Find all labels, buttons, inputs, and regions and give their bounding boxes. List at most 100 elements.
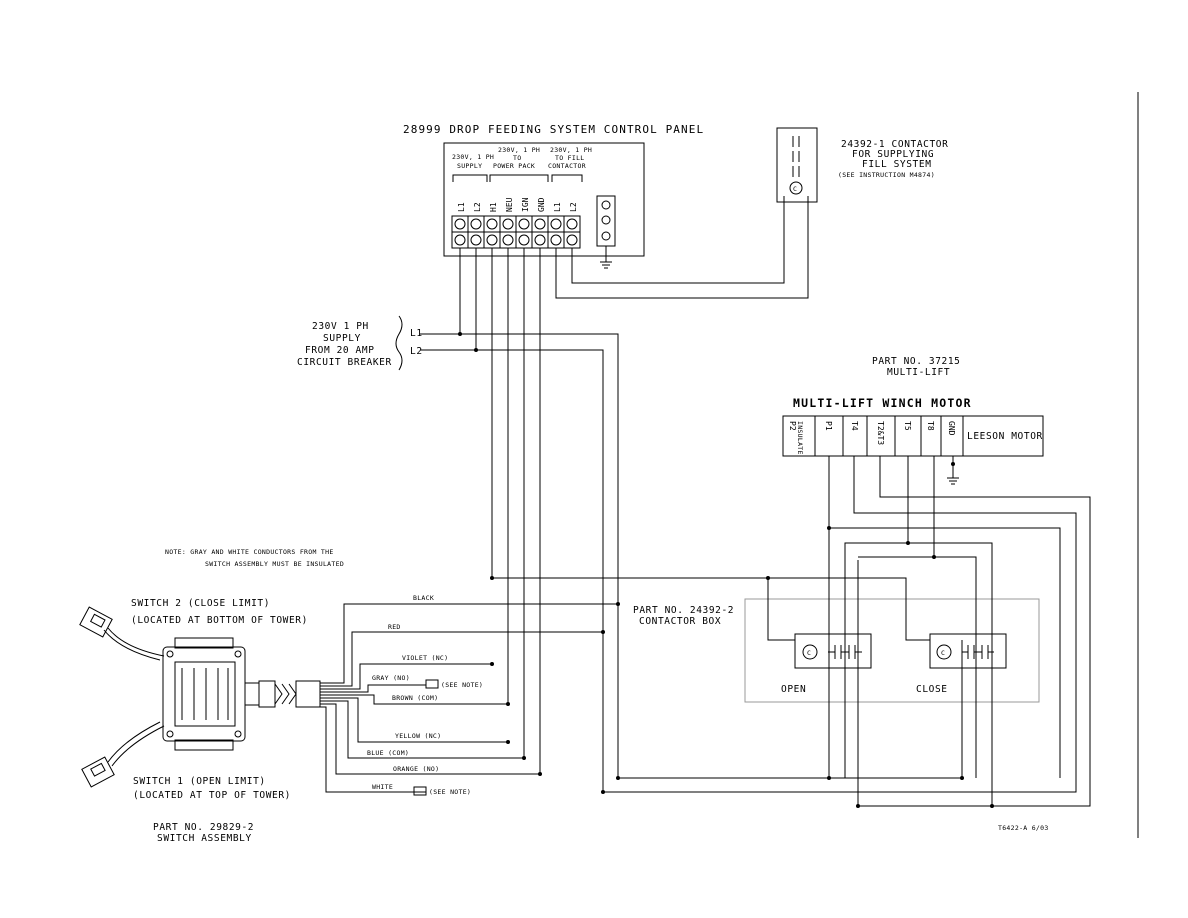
switch-junction-box [162,637,246,751]
terminal-label-l1: L1 [457,202,466,212]
fill-contactor-label-4: (SEE INSTRUCTION M4874) [838,171,935,179]
switch1-label-1: SWITCH 1 (OPEN LIMIT) [133,776,266,787]
terminal-screw [550,234,562,246]
terminal-cell [515,231,533,249]
fill-contactor-label-2: FOR SUPPLYING [852,149,934,160]
terminal-screw [486,218,498,230]
wire-gray [320,684,426,693]
supply-l1-label: L1 [410,328,423,339]
panel-ground-block [596,195,616,247]
close-contactor-contacts [962,645,994,659]
wire-open-coil-feed [767,578,795,641]
terminal-cell [451,231,469,249]
terminal-screw [550,218,562,230]
wire-white [320,706,426,793]
wire-label-brown: BROWN (COM) [392,694,438,702]
terminal-screw [470,218,482,230]
switch-part-label: PART NO. 29829-2 [153,822,254,833]
fill-contactor-label-1: 24392-1 CONTACTOR [841,139,948,150]
wire-motor-p1-bus [829,527,1061,778]
wire-l1 [459,248,963,779]
wire-brown [320,694,508,705]
wire-label-gray: GRAY (NO) [372,674,410,682]
panel-ground-icon [600,246,612,269]
wire-label-red: RED [388,623,401,631]
panel-title: 28999 DROP FEEDING SYSTEM CONTROL PANEL [403,123,704,136]
motor-insulate-label: INSULATE [796,421,804,455]
terminal-cell [515,215,533,233]
terminal-label-l2: L2 [473,202,482,212]
wire-label-yellow: YELLOW (NC) [395,732,441,740]
group-powerpack-line1: 230V, 1 PH [498,146,540,154]
bracket-fill [551,174,583,182]
wire-label-violet: VIOLET (NC) [402,654,448,662]
motor-terminal-gnd: GND [947,421,956,436]
motor-wires [767,456,1091,807]
wire-red [320,631,603,687]
wire-motor-t5 [844,456,909,778]
wire-label-orange: ORANGE (NO) [393,765,439,773]
terminal-cell [467,231,485,249]
terminal-cell [467,215,485,233]
wire-fill-l2 [571,196,785,284]
switch-cable-connector [244,680,321,708]
wire-label-blue: BLUE (COM) [367,749,409,757]
contactor-box [744,598,1040,703]
terminal-cell [531,215,549,233]
control-panel-box [443,142,645,257]
open-coil-label: C [807,649,811,657]
wire-h1 [491,248,930,641]
terminal-screw [566,218,578,230]
terminal-screw [502,234,514,246]
motor-terminal-dividers [814,416,964,456]
terminal-screw [486,234,498,246]
motor-terminal-t2t3: T2&T3 [876,421,885,445]
wire-l2 [475,248,1077,793]
terminal-label-neu: NEU [505,197,514,212]
terminal-screw [470,234,482,246]
fill-contactor-coil-label: C [793,185,797,193]
supply-label-3: FROM 20 AMP [305,345,375,356]
supply-label-4: CIRCUIT BREAKER [297,357,392,368]
terminal-label-gnd: GND [537,197,546,212]
switch2-label-2: (LOCATED AT BOTTOM OF TOWER) [131,615,308,626]
white-insulator-cap [413,786,427,796]
wire-black [320,603,618,684]
wire-motor-t8 [858,456,935,558]
motor-part-name: MULTI-LIFT [887,367,950,378]
contactor-box-name: CONTACTOR BOX [639,616,721,627]
motor-terminal-t8: T8 [926,421,935,431]
group-powerpack-line2: TO [513,154,521,162]
motor-ground-node [951,462,955,466]
terminal-cell [563,231,581,249]
junction-dots [458,332,994,808]
fill-contactor-label-3: FILL SYSTEM [862,159,932,170]
terminal-cell [531,231,549,249]
wire-label-black: BLACK [413,594,434,602]
terminal-cell [563,215,581,233]
panel-terminal-labels: L1 L2 H1 NEU IGN GND L1 L2 [457,197,578,212]
wire-yellow [320,697,508,743]
group-supply-line1: 230V, 1 PH [452,153,494,161]
supply-l2-label: L2 [410,346,423,357]
close-coil-label: C [941,649,945,657]
supply-brace [395,315,403,371]
gray-see-note: (SEE NOTE) [441,681,483,689]
open-contactor-coil [802,644,818,660]
switch1-label-2: (LOCATED AT TOP OF TOWER) [133,790,291,801]
motor-terminal-t4: T4 [850,421,859,431]
footer-code: T6422-A 6/03 [998,824,1049,832]
motor-part-label: PART NO. 37215 [872,356,960,367]
close-contactor [929,633,1007,669]
terminal-label-l2-fill: L2 [569,202,578,212]
panel-ground-lug-bottom [601,231,611,241]
wire-label-white: WHITE [372,783,393,791]
switch-wires [320,603,618,793]
panel-ground-lug-mid [601,215,611,225]
motor-terminal-p1: P1 [824,421,833,431]
panel-wires [420,196,1077,793]
wire-motor-t5-bus [908,542,993,806]
terminal-cell [483,231,501,249]
motor-terminal-t5: T5 [903,421,912,431]
fill-contactor-contacts [792,136,800,177]
